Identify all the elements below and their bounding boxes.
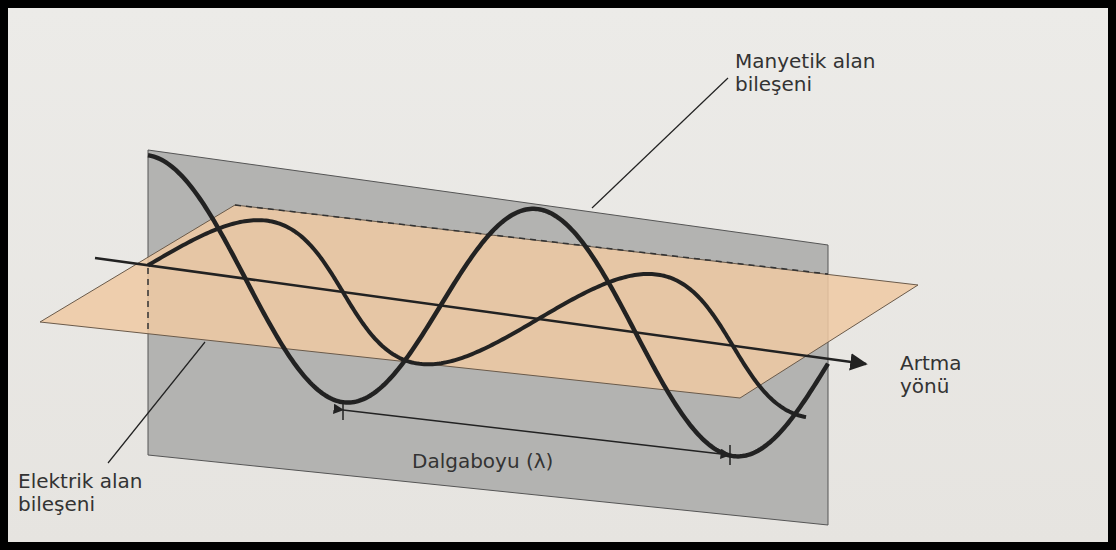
wavelength-arrow [343,410,730,455]
field-label: Elektrik alan bileşeni [18,470,198,516]
leader-line [108,342,205,463]
horizontal-plane [40,205,918,398]
direction-label: Artma yönü [900,352,990,398]
wavelength-tick [342,400,344,420]
field-label: Manyetik alan bileşeni [735,50,915,96]
hidden-edge [147,268,149,334]
wavelength-label: Dalgaboyu (λ) [412,450,632,473]
wavelength-tick [729,445,731,465]
electric-wave [148,155,828,456]
propagation-axis [95,258,866,364]
leader-line [592,78,728,208]
